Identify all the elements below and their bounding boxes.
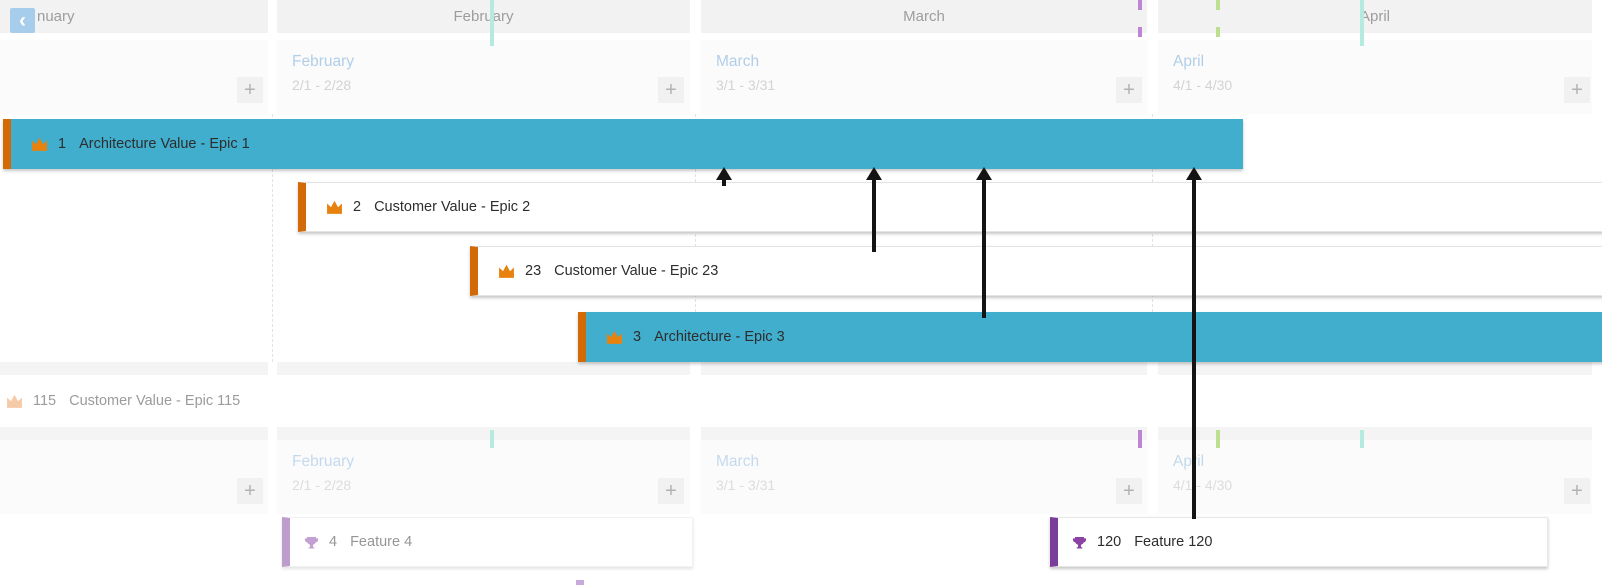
- partial-card-edge: [576, 580, 584, 585]
- trophy-icon: [1072, 536, 1087, 548]
- sprint-dates: 3/1 - 3/31: [716, 77, 776, 93]
- month-header-april: April: [1158, 0, 1592, 33]
- work-item-title: Feature 120: [1134, 534, 1213, 550]
- epic-bar-2[interactable]: 2 Customer Value - Epic 2: [298, 182, 1602, 232]
- work-item-id: 1: [58, 136, 67, 152]
- add-item-button[interactable]: +: [1564, 478, 1590, 504]
- iteration-marker-cyan: [490, 0, 494, 46]
- section-divider: [701, 362, 1147, 375]
- work-item-title: Architecture - Epic 3: [654, 329, 785, 345]
- crown-icon: [327, 200, 342, 214]
- section-divider: [1158, 362, 1592, 375]
- add-item-button[interactable]: +: [658, 478, 684, 504]
- sprint-name: March: [716, 53, 760, 70]
- month-label: April: [1359, 8, 1390, 25]
- epic-row-115[interactable]: 115 Customer Value - Epic 115: [0, 375, 1602, 427]
- trophy-icon: [304, 536, 319, 548]
- add-item-button[interactable]: +: [1564, 77, 1590, 103]
- add-item-button[interactable]: +: [237, 77, 263, 103]
- section-divider: [0, 362, 268, 375]
- iteration-marker-green: [1216, 0, 1220, 46]
- feature-card-4[interactable]: 4 Feature 4: [282, 517, 693, 567]
- sprint-dates: 4/1 - 4/30: [1173, 477, 1233, 493]
- sprint-cell-april: April 4/1 - 4/30 +: [1158, 40, 1592, 114]
- add-item-button[interactable]: +: [237, 478, 263, 504]
- work-item-id: 115: [33, 393, 57, 409]
- column-separator: [1152, 114, 1153, 362]
- plus-icon: +: [244, 79, 256, 101]
- iteration-marker-cyan: [1360, 430, 1364, 448]
- sprint-name: April: [1173, 53, 1205, 70]
- work-item-id: 120: [1097, 534, 1122, 550]
- add-item-button[interactable]: +: [1116, 77, 1142, 103]
- work-item-id: 3: [633, 329, 642, 345]
- sprint-cell-january: +: [0, 440, 268, 514]
- crown-icon: [499, 264, 514, 278]
- iteration-marker-green: [1216, 430, 1220, 448]
- column-separator: [695, 114, 696, 362]
- sprint-name: February: [292, 453, 355, 470]
- month-header-january: nuary: [0, 0, 268, 33]
- sprint-dates: 4/1 - 4/30: [1173, 77, 1233, 93]
- month-header-march: March: [701, 0, 1147, 33]
- plus-icon: +: [1571, 79, 1583, 101]
- work-item-id: 23: [525, 263, 542, 279]
- sprint-dates: 3/1 - 3/31: [716, 477, 776, 493]
- iteration-marker-purple: [1138, 430, 1142, 448]
- iteration-marker-cyan: [1360, 0, 1364, 46]
- work-item-id: 4: [329, 534, 338, 550]
- sprint-name: April: [1173, 453, 1205, 470]
- plus-icon: +: [1123, 79, 1135, 101]
- month-header-february: February: [277, 0, 690, 33]
- month-label: nuary: [37, 8, 75, 25]
- sprint-cell-march: March 3/1 - 3/31 +: [701, 440, 1147, 514]
- plus-icon: +: [1571, 480, 1583, 502]
- crown-icon: [607, 330, 622, 344]
- chevron-left-icon: ‹: [19, 9, 26, 32]
- column-separator: [272, 114, 273, 362]
- add-item-button[interactable]: +: [1116, 478, 1142, 504]
- epic-bar-3[interactable]: 3 Architecture - Epic 3: [578, 312, 1602, 362]
- iteration-marker-purple: [1138, 0, 1142, 46]
- work-item-title: Customer Value - Epic 2: [374, 199, 531, 215]
- plus-icon: +: [665, 79, 677, 101]
- section-divider: [1158, 427, 1592, 440]
- feature-card-120[interactable]: 120 Feature 120: [1050, 517, 1548, 567]
- sprint-cell-february: February 2/1 - 2/28 +: [277, 40, 690, 114]
- sprint-dates: 2/1 - 2/28: [292, 477, 352, 493]
- plus-icon: +: [665, 480, 677, 502]
- work-item-id: 2: [353, 199, 362, 215]
- month-label: February: [453, 8, 514, 25]
- iteration-marker-cyan: [490, 430, 494, 448]
- sprint-cell-january: +: [0, 40, 268, 114]
- plus-icon: +: [244, 480, 256, 502]
- section-divider: [0, 427, 268, 440]
- work-item-title: Customer Value - Epic 115: [69, 393, 241, 409]
- epic-bar-1[interactable]: 1 Architecture Value - Epic 1: [3, 119, 1243, 169]
- sprint-name: February: [292, 53, 355, 70]
- month-label: March: [903, 8, 945, 25]
- work-item-title: Customer Value - Epic 23: [554, 263, 719, 279]
- sprint-dates: 2/1 - 2/28: [292, 77, 352, 93]
- section-divider: [277, 427, 690, 440]
- sprint-cell-march: March 3/1 - 3/31 +: [701, 40, 1147, 114]
- section-divider: [701, 427, 1147, 440]
- crown-icon: [7, 394, 22, 408]
- plus-icon: +: [1123, 480, 1135, 502]
- section-divider: [277, 362, 690, 375]
- sprint-cell-april: April 4/1 - 4/30 +: [1158, 440, 1592, 514]
- sprint-cell-february: February 2/1 - 2/28 +: [277, 440, 690, 514]
- work-item-title: Architecture Value - Epic 1: [79, 136, 250, 152]
- scroll-back-button[interactable]: ‹: [10, 8, 35, 33]
- sprint-name: March: [716, 453, 760, 470]
- add-item-button[interactable]: +: [658, 77, 684, 103]
- crown-icon: [32, 137, 47, 151]
- work-item-title: Feature 4: [350, 534, 413, 550]
- epic-bar-23[interactable]: 23 Customer Value - Epic 23: [470, 246, 1602, 296]
